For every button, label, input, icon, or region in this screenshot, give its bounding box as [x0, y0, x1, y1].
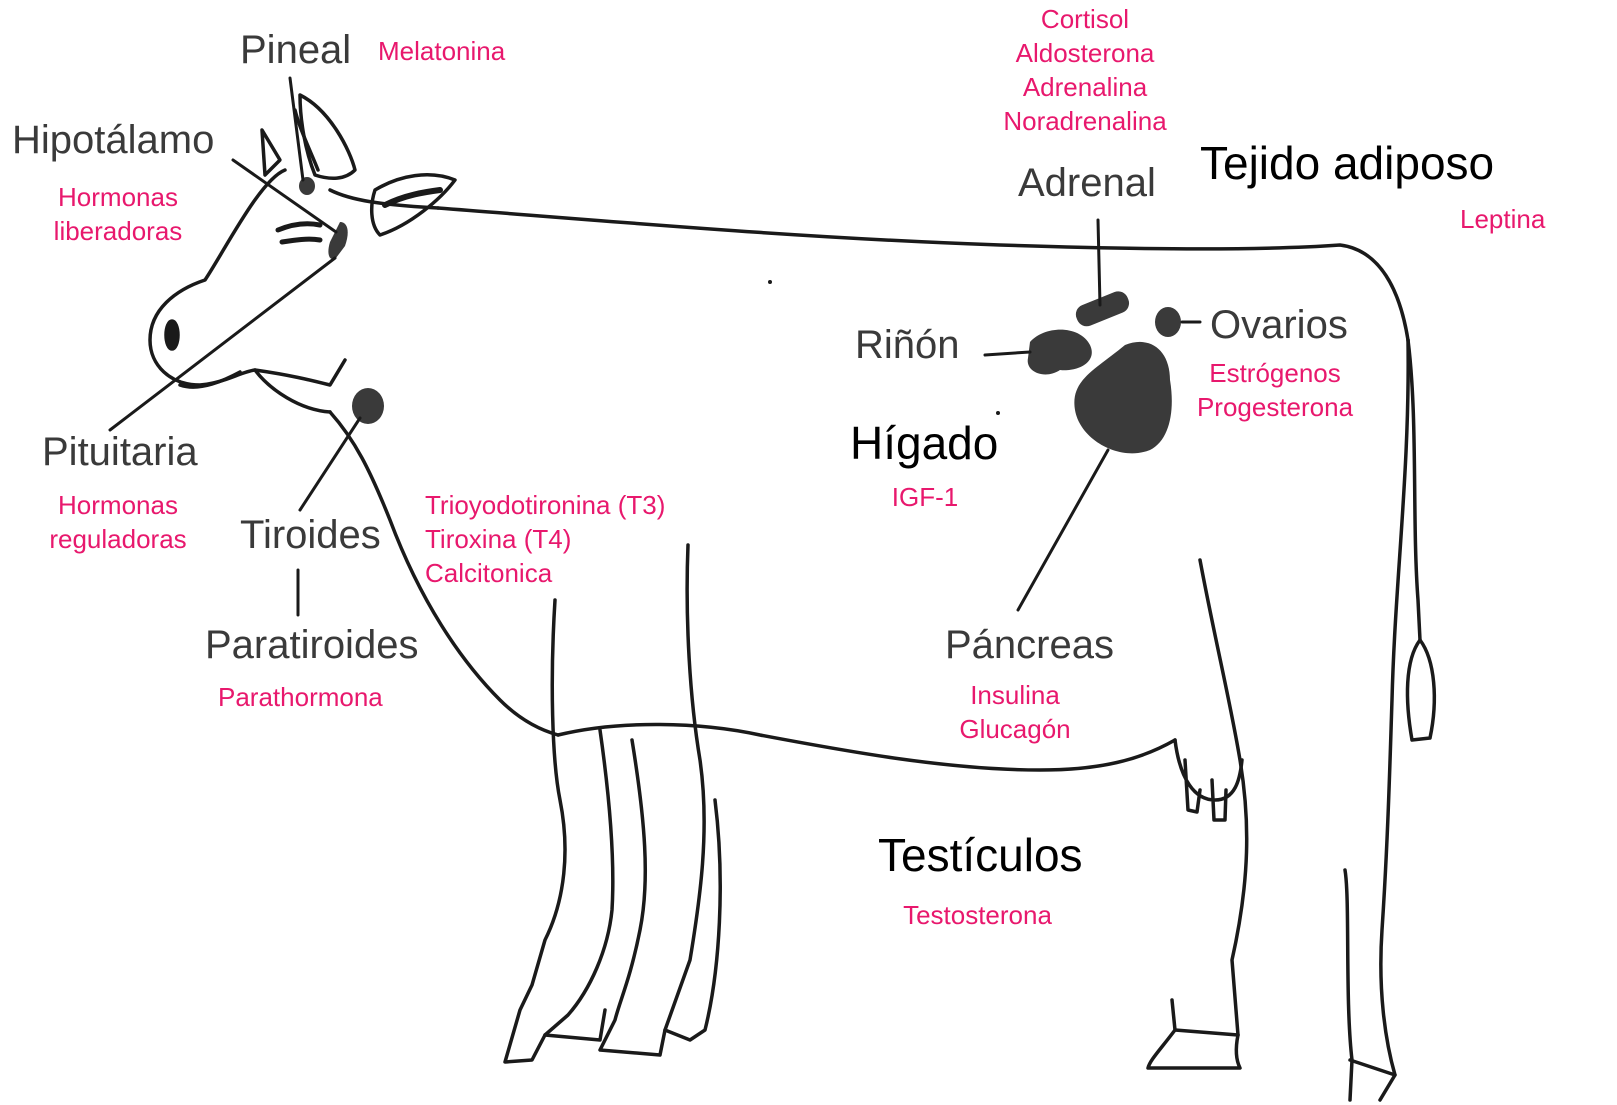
cow-tail — [1408, 340, 1420, 640]
ovary — [1155, 307, 1181, 337]
organ-label-pineal: Pineal — [240, 30, 351, 70]
speck — [768, 280, 772, 284]
hormone-name: Parathormona — [218, 680, 383, 714]
cow-rear-leg-inner — [1172, 560, 1247, 1035]
cow-front-leg-1 — [505, 600, 565, 1062]
organ-label-pituitaria: Pituitaria — [42, 432, 198, 472]
speck — [996, 411, 1000, 415]
tiroides-pointer — [300, 418, 360, 510]
hormone-name: liberadoras — [48, 214, 188, 248]
hormone-name: Glucagón — [940, 712, 1090, 746]
hormone-name: Testosterona — [885, 898, 1070, 932]
hormone-name: Aldosterona — [990, 36, 1180, 70]
cow-front-leg-2 — [600, 740, 665, 1055]
organ-label-tiroides: Tiroides — [240, 515, 381, 555]
hormone-name: Tiroxina (T4) — [425, 522, 665, 556]
hormone-name: Leptina — [1460, 202, 1545, 236]
cow-jaw — [255, 360, 345, 385]
hormone-name: Melatonina — [378, 34, 505, 68]
pancreas-pointer — [1018, 450, 1108, 610]
hormone-name: Hormonas — [48, 180, 188, 214]
cow-rear-hoof-2 — [1350, 1060, 1395, 1075]
thyroid-gland — [352, 388, 384, 424]
hormone-list-adrenal: Cortisol Aldosterona Adrenalina Noradren… — [990, 2, 1180, 138]
organ-label-ovarios: Ovarios — [1210, 305, 1348, 345]
cow-eye — [278, 224, 320, 242]
hormone-name: IGF-1 — [880, 480, 970, 514]
hormone-list-higado: IGF-1 — [880, 480, 970, 514]
organ-label-tejido-adiposo: Tejido adiposo — [1200, 140, 1494, 186]
hormone-name: Cortisol — [990, 2, 1180, 36]
hormone-name: Trioyodotironina (T3) — [425, 488, 665, 522]
organ-label-hipotalamo: Hipotálamo — [12, 120, 214, 160]
cow-front-leg-2-inner — [665, 545, 720, 1040]
organ-label-adrenal: Adrenal — [1018, 163, 1156, 203]
hormone-list-tiroides: Trioyodotironina (T3) Tiroxina (T4) Calc… — [425, 488, 665, 590]
cow-nostril — [166, 321, 178, 349]
adrenal-gland — [1073, 288, 1132, 329]
organ-label-rinon: Riñón — [855, 325, 960, 365]
cow-horn-left — [262, 130, 280, 175]
hormone-list-ovarios: Estrógenos Progesterona — [1185, 356, 1365, 424]
hormone-name: Estrógenos — [1185, 356, 1365, 390]
hormone-list-paratiroides: Parathormona — [218, 680, 383, 714]
hormone-name: reguladoras — [48, 522, 188, 556]
organ-label-pancreas: Páncreas — [945, 625, 1114, 665]
cow-rear-leg-outline — [1345, 340, 1408, 1100]
hormone-list-pituitaria: Hormonas reguladoras — [48, 488, 188, 556]
hormone-list-pancreas: Insulina Glucagón — [940, 678, 1090, 746]
hormone-list-pineal: Melatonina — [378, 34, 505, 68]
hormone-name: Progesterona — [1185, 390, 1365, 424]
hormone-list-tejido-adiposo: Leptina — [1460, 202, 1545, 236]
rinon-pointer — [985, 352, 1030, 355]
hormone-name: Noradrenalina — [990, 104, 1180, 138]
kidney — [1028, 330, 1092, 375]
cow-ear — [300, 95, 355, 178]
organ-label-higado: Hígado — [850, 420, 998, 466]
hormone-name: Insulina — [940, 678, 1090, 712]
organ-label-paratiroides: Paratiroides — [205, 625, 418, 665]
hormone-list-hipotalamo: Hormonas liberadoras — [48, 180, 188, 248]
cow-udder — [1175, 740, 1242, 820]
adrenal-pointer — [1098, 220, 1100, 305]
hormone-name: Hormonas — [48, 488, 188, 522]
cow-tail-tuft — [1407, 640, 1434, 740]
hormone-name: Adrenalina — [990, 70, 1180, 104]
hormone-list-testiculos: Testosterona — [885, 898, 1070, 932]
pineal-gland — [299, 177, 315, 195]
hormone-name: Calcitonica — [425, 556, 665, 590]
organ-label-testiculos: Testículos — [878, 832, 1083, 878]
